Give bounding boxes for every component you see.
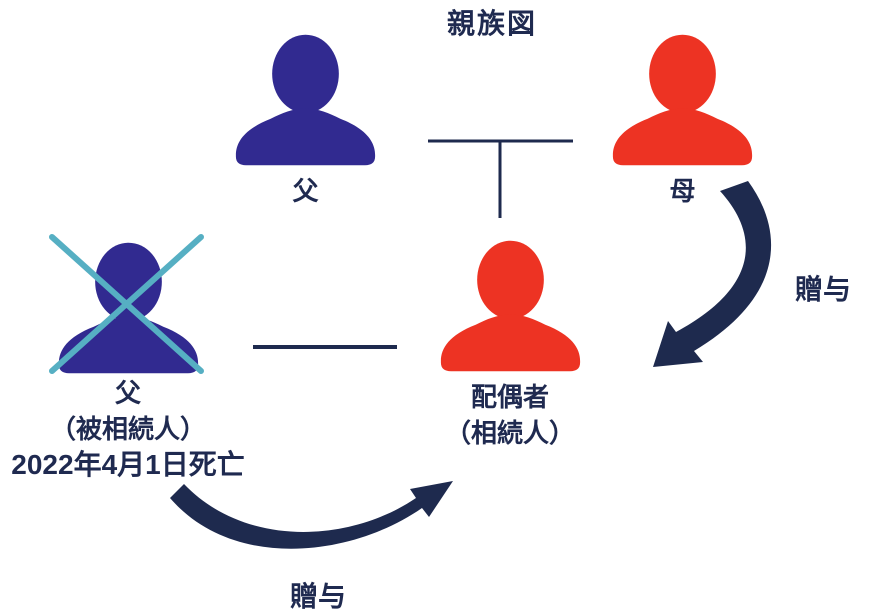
node-father-top: 父 [233, 30, 378, 209]
gift-label-right: 贈与 [794, 274, 851, 305]
node-spouse: 配偶者 （相続人） [436, 236, 584, 451]
node-father-deceased: 父 （被相続人） 2022年4月1日死亡 [0, 238, 263, 483]
node-mother-top: 母 [610, 30, 755, 209]
mother-icon [612, 34, 753, 166]
gift-arrow-from-father [170, 481, 453, 549]
mother-top-label: 母 [669, 176, 696, 206]
gift-label-bottom: 贈与 [289, 581, 346, 612]
deceased-father-icon [58, 242, 198, 374]
father-icon [235, 34, 376, 166]
diagram-title: 親族図 [446, 8, 537, 39]
father-top-label: 父 [292, 176, 319, 206]
deceased-father-sublabel: （被相続人） [49, 414, 206, 444]
spouse-label: 配偶者 [470, 382, 549, 412]
spouse-icon [440, 240, 580, 372]
deceased-father-label: 父 [114, 378, 141, 408]
deceased-father-death-note: 2022年4月1日死亡 [11, 449, 245, 480]
spouse-sublabel: （相続人） [444, 418, 575, 448]
